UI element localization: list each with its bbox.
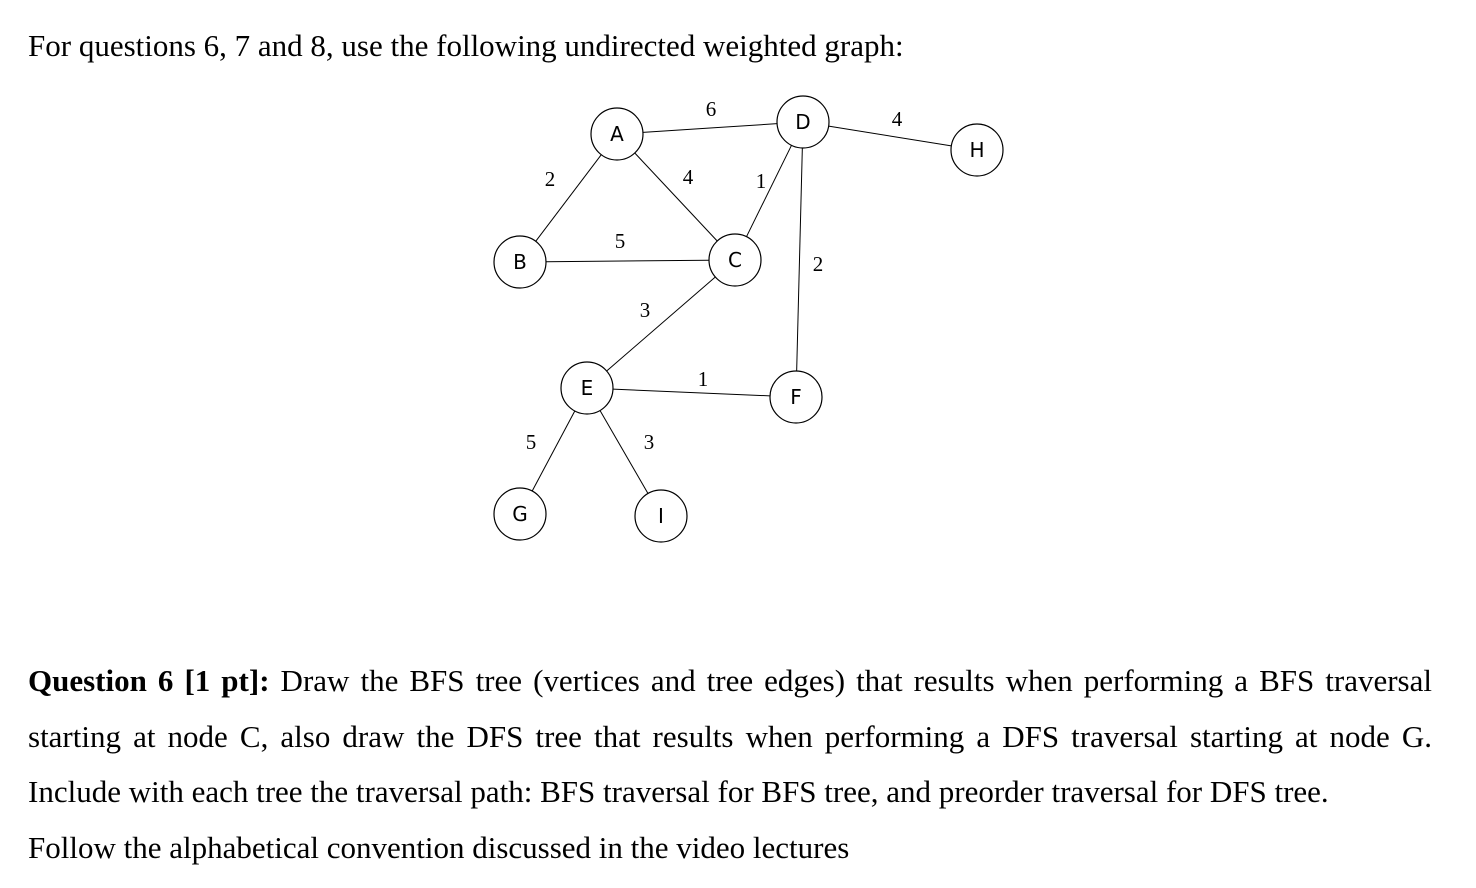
node-label: B <box>513 250 527 274</box>
edge-weight-label: 4 <box>892 107 903 131</box>
node-circle <box>776 95 830 149</box>
edge-c-e: 3 <box>606 276 716 372</box>
edge-line <box>634 152 718 242</box>
edge-a-c: 4 <box>634 152 718 242</box>
node-h: H <box>950 123 1004 177</box>
node-label: G <box>512 502 528 526</box>
node-i: I <box>634 489 688 543</box>
node-label: A <box>610 122 624 146</box>
question-body: Draw the BFS tree (vertices and tree edg… <box>28 663 1432 809</box>
graph-edges: 6 4 2 4 1 5 2 3 1 5 3 <box>526 97 952 494</box>
question-label: Question 6 [1 pt]: <box>28 663 270 698</box>
edge-weight-label: 2 <box>545 167 556 191</box>
node-b: B <box>493 235 547 289</box>
node-g: G <box>493 487 547 541</box>
node-circle <box>634 489 688 543</box>
edge-weight-label: 3 <box>644 430 655 454</box>
edge-weight-label: 1 <box>756 169 767 193</box>
edge-weight-label: 5 <box>615 229 626 253</box>
edge-d-c: 1 <box>746 145 792 237</box>
node-d: D <box>776 95 830 149</box>
node-label: E <box>581 376 594 400</box>
node-a: A <box>590 107 644 161</box>
edge-line <box>796 147 803 372</box>
edge-e-g: 5 <box>526 410 576 492</box>
edge-line <box>828 125 952 147</box>
edge-line <box>535 154 602 242</box>
node-e: E <box>560 361 614 415</box>
edge-line <box>599 410 649 494</box>
edge-e-i: 3 <box>599 410 655 494</box>
edge-a-d: 6 <box>642 97 778 133</box>
node-c: C <box>708 233 762 287</box>
edge-line <box>612 388 771 397</box>
edge-weight-label: 2 <box>813 252 824 276</box>
weighted-graph: 6 4 2 4 1 5 2 3 1 5 3 A B C D E F G H I <box>493 95 1004 543</box>
edge-weight-label: 4 <box>683 165 694 189</box>
edge-weight-label: 1 <box>698 367 709 391</box>
node-circle <box>590 107 644 161</box>
edge-e-f: 1 <box>612 367 771 397</box>
node-label: H <box>969 138 984 162</box>
question-paragraph: Question 6 [1 pt]: Draw the BFS tree (ve… <box>28 653 1432 820</box>
edge-line <box>531 410 576 492</box>
node-label: C <box>728 248 742 272</box>
node-label: D <box>795 110 810 134</box>
question-last-line: Follow the alphabetical convention discu… <box>28 829 850 865</box>
question-6: Question 6 [1 pt]: Draw the BFS tree (ve… <box>28 653 1432 875</box>
node-f: F <box>769 370 823 424</box>
edge-line <box>642 123 778 133</box>
edge-line <box>606 276 716 372</box>
edge-b-c: 5 <box>545 229 710 263</box>
intro-text: For questions 6, 7 and 8, use the follow… <box>28 28 904 63</box>
node-circle <box>493 235 547 289</box>
node-circle <box>493 487 547 541</box>
edge-line <box>746 145 792 237</box>
node-label: F <box>790 385 802 409</box>
edge-d-f: 2 <box>796 147 824 372</box>
node-circle <box>769 370 823 424</box>
edge-weight-label: 6 <box>706 97 717 121</box>
edge-line <box>545 259 710 263</box>
node-circle <box>950 123 1004 177</box>
graph-nodes: A B C D E F G H I <box>493 95 1004 543</box>
edge-weight-label: 3 <box>640 298 651 322</box>
edge-d-h: 4 <box>828 107 952 147</box>
node-label: I <box>658 504 664 528</box>
node-circle <box>560 361 614 415</box>
edge-weight-label: 5 <box>526 430 537 454</box>
node-circle <box>708 233 762 287</box>
edge-a-b: 2 <box>535 154 602 242</box>
